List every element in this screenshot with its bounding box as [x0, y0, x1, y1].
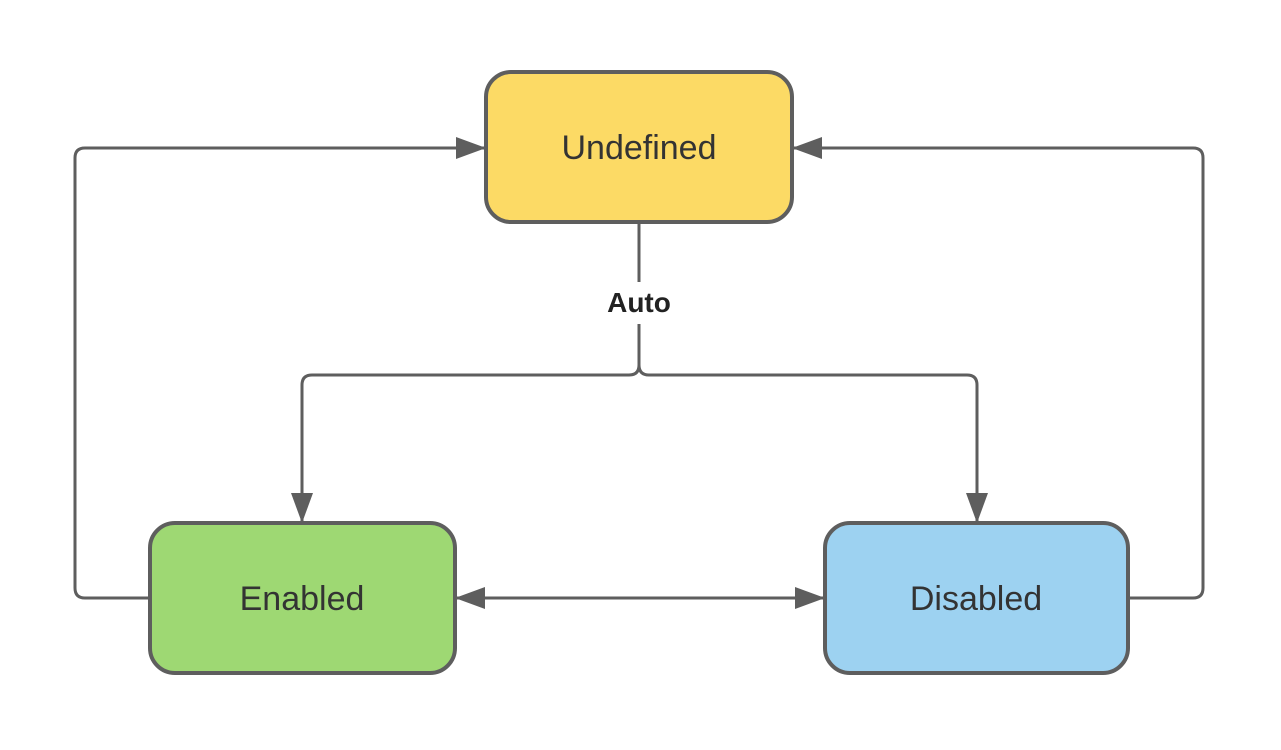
edge-undefined-to-enabled	[291, 222, 641, 523]
edge-label-auto: Auto	[599, 282, 679, 324]
node-disabled: Disabled	[823, 521, 1130, 675]
edge-disabled-to-undefined	[792, 137, 1205, 600]
edge-label-auto-bg	[599, 282, 679, 324]
node-undefined: Undefined	[484, 70, 794, 224]
node-undefined-label: Undefined	[561, 129, 716, 167]
node-disabled-shape	[823, 521, 1130, 675]
node-disabled-label: Disabled	[910, 580, 1042, 618]
edge-enabled-to-undefined	[73, 137, 486, 600]
edge-label-auto-text: Auto	[607, 287, 671, 318]
edge-undefined-to-disabled	[637, 222, 988, 523]
node-enabled-label: Enabled	[240, 580, 365, 618]
node-enabled-shape	[148, 521, 457, 675]
node-enabled: Enabled	[148, 521, 457, 675]
node-undefined-shape	[484, 70, 794, 224]
